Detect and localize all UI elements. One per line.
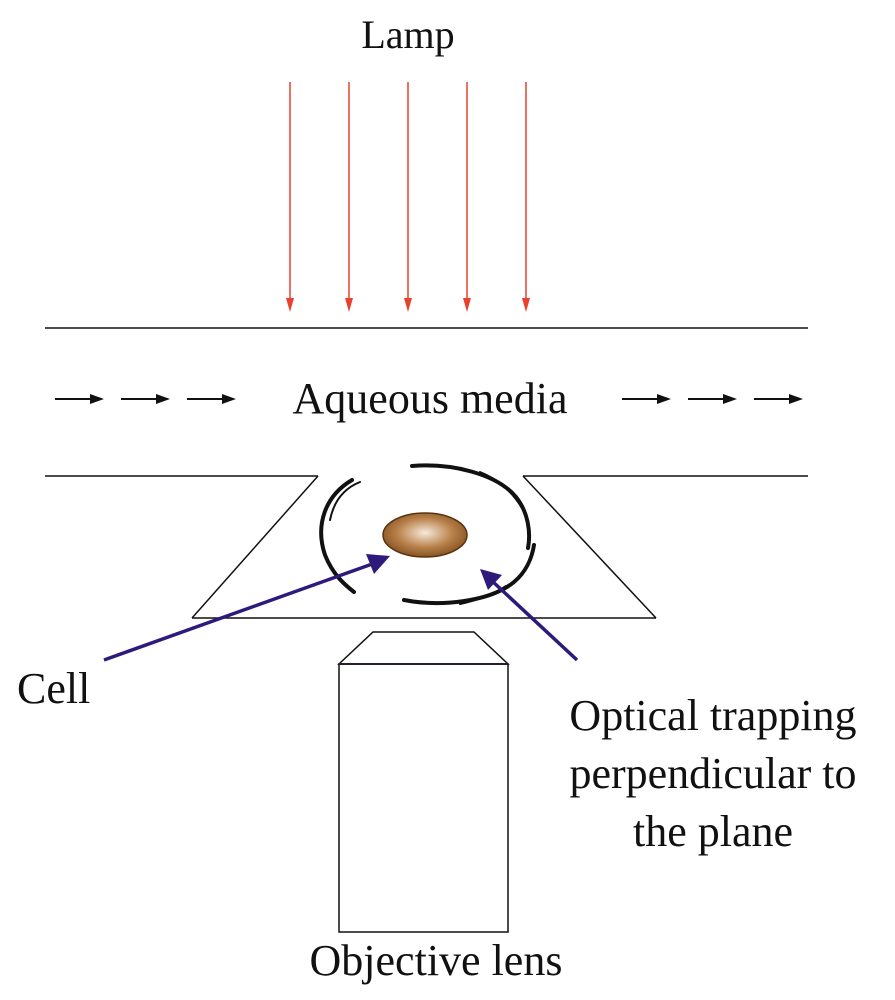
light-ray-head — [286, 298, 294, 312]
trap-swirl-arc — [329, 481, 361, 521]
objective-lens-label: Objective lens — [310, 936, 563, 985]
trap-swirl-arc — [479, 471, 523, 509]
flow-arrow-head — [222, 394, 236, 404]
flow-arrow-head — [156, 394, 170, 404]
flow-arrow-head — [657, 394, 671, 404]
sample-chamber — [45, 475, 808, 619]
cell — [382, 512, 468, 558]
objective-lens-body — [338, 663, 509, 933]
light-ray-head — [345, 298, 353, 312]
cell-pointer-arrow-head — [366, 554, 390, 574]
lamp-label: Lamp — [361, 12, 454, 57]
trap-label-line2: perpendicular to — [569, 749, 856, 798]
light-ray-head — [404, 298, 412, 312]
flow-arrow-head — [90, 394, 104, 404]
trap-label-line3: the plane — [633, 807, 793, 856]
flow-arrows-left — [55, 394, 236, 404]
objective-lens-tip — [337, 631, 510, 665]
trap-swirl-arc — [402, 543, 536, 605]
trap-label-line1: Optical trapping — [569, 691, 856, 740]
flow-arrow-head — [789, 394, 803, 404]
trap-swirl-arc — [319, 478, 356, 594]
light-ray-head — [463, 298, 471, 312]
trap-pointer-arrow-head — [480, 569, 502, 590]
flow-arrow-head — [723, 394, 737, 404]
objective-lens — [337, 631, 510, 933]
trap-pointer-arrow — [480, 569, 579, 662]
chamber-right-side — [522, 475, 657, 619]
light-ray-head — [522, 298, 530, 312]
trap-swirl-arc — [410, 463, 532, 550]
trap-swirl-arc — [459, 585, 507, 605]
aqueous-media-label: Aqueous media — [293, 374, 568, 423]
cell-pointer-arrow — [103, 554, 390, 662]
light-rays — [286, 82, 530, 312]
optical-trap-swirl — [319, 463, 536, 605]
cell-label: Cell — [17, 664, 90, 713]
flow-arrows-right — [622, 394, 803, 404]
chamber-left-side — [191, 475, 319, 619]
